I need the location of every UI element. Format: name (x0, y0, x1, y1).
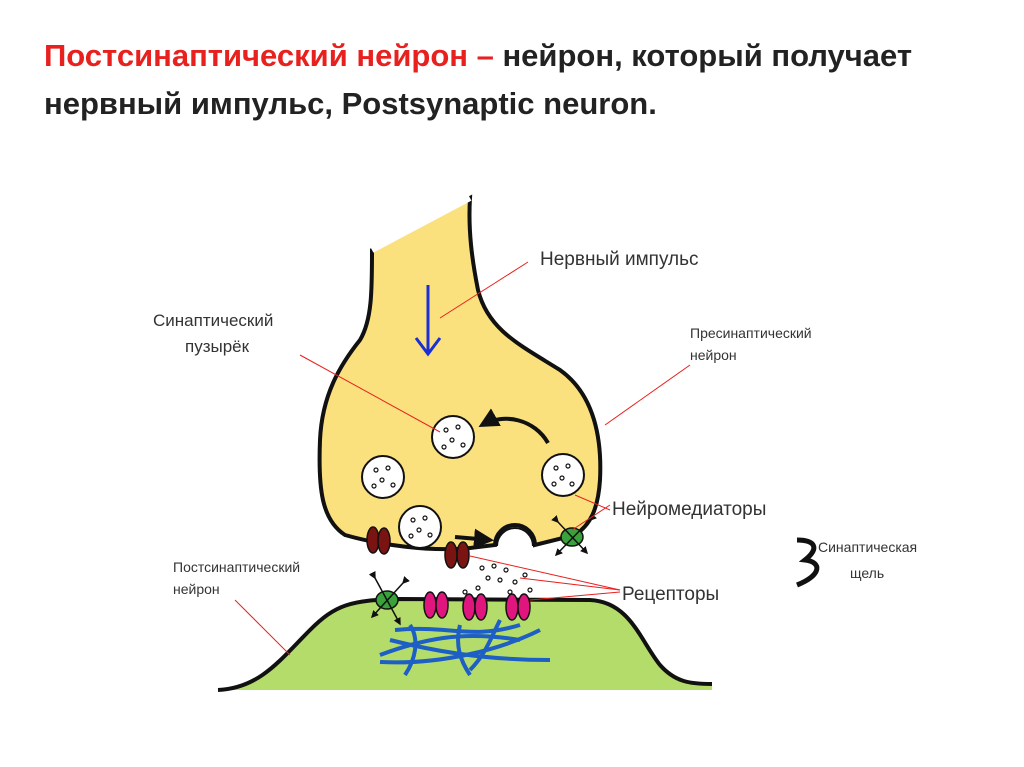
title-definition: нейрон, который получает нервный импульс… (44, 38, 913, 121)
presynaptic-receptors (366, 526, 470, 569)
label-receptors: Рецепторы (622, 584, 719, 605)
label-nerve-impulse: Нервный импульс (540, 249, 699, 270)
label-vesicle-1: Синаптический (153, 311, 273, 330)
postsynaptic-neuron-shape (218, 599, 712, 690)
label-cleft-1: Синаптическая (818, 539, 917, 555)
vesicle-cycle-arrow (478, 408, 550, 445)
channel-arrows (368, 513, 597, 626)
postsynaptic-receptors (423, 591, 531, 621)
exocytosis-arrow (454, 528, 494, 549)
label-presynaptic-2: нейрон (690, 347, 737, 363)
title-term: Постсинаптический нейрон – (44, 38, 494, 73)
label-postsynaptic-2: нейрон (173, 581, 220, 597)
cytoskeleton-fibers (379, 619, 551, 677)
label-neurotransmitters: Нейромедиаторы (612, 499, 766, 520)
label-cleft-2: щель (850, 565, 884, 581)
slide-title: Постсинаптический нейрон – нейрон, котор… (44, 32, 1004, 128)
label-vesicle-2: пузырёк (185, 337, 250, 356)
synaptic-cleft-brace (796, 537, 820, 588)
label-presynaptic-1: Пресинаптический (690, 325, 812, 341)
neurotransmitter-dots (371, 424, 575, 595)
pointer-lines (234, 261, 691, 656)
label-postsynaptic-1: Постсинаптический (173, 559, 300, 575)
